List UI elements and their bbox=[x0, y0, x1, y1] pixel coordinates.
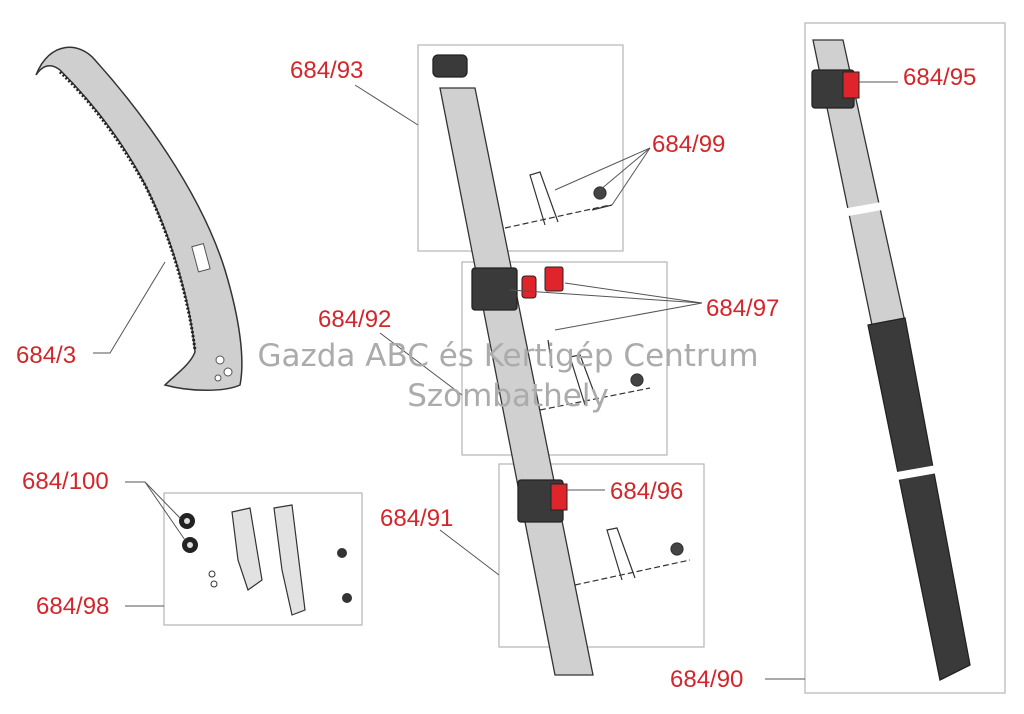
watermark-line1: Gazda ABC és Kertigép Centrum bbox=[257, 338, 758, 374]
spring-clip-parts bbox=[504, 171, 691, 586]
box-93 bbox=[417, 44, 624, 252]
red-button-97b bbox=[544, 266, 564, 292]
end-cap-93 bbox=[432, 54, 468, 78]
box-91 bbox=[498, 463, 705, 648]
clamp-92 bbox=[471, 267, 518, 311]
watermark-line2: Szombathely bbox=[407, 378, 609, 414]
break-mark bbox=[819, 197, 911, 221]
label-684-100: 684/100 bbox=[22, 468, 109, 495]
middle-pole bbox=[439, 87, 594, 676]
label-684-93: 684/93 bbox=[290, 57, 363, 84]
label-684-91: 684/91 bbox=[380, 505, 453, 532]
label-684-92: 684/92 bbox=[318, 306, 391, 333]
red-button-95 bbox=[842, 71, 860, 99]
bracket-parts bbox=[179, 504, 352, 616]
leader-lines bbox=[93, 81, 898, 680]
saw-blade bbox=[35, 46, 243, 391]
break-mark bbox=[874, 460, 966, 484]
red-button-96 bbox=[550, 483, 568, 511]
label-684-96: 684/96 bbox=[610, 478, 683, 505]
right-pole-lower bbox=[867, 317, 971, 681]
label-684-90: 684/90 bbox=[670, 666, 743, 693]
label-684-98: 684/98 bbox=[36, 593, 109, 620]
label-684-3: 684/3 bbox=[16, 342, 76, 369]
box-98 bbox=[163, 492, 363, 626]
label-684-99: 684/99 bbox=[652, 131, 725, 158]
label-684-97: 684/97 bbox=[706, 295, 779, 322]
box-90 bbox=[804, 22, 1006, 694]
label-684-95: 684/95 bbox=[903, 64, 976, 91]
red-button-97a bbox=[521, 275, 537, 299]
box-92 bbox=[461, 261, 668, 456]
